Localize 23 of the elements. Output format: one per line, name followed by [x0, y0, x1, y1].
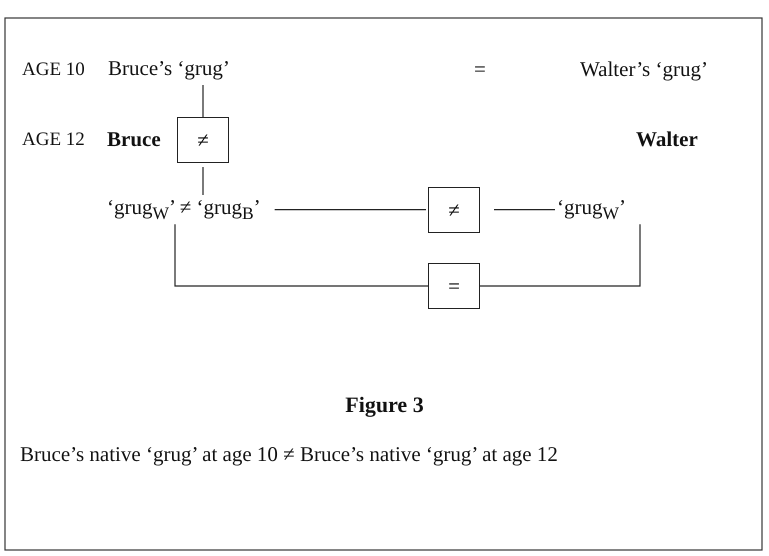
term-text: Walter’s ‘grug’	[580, 57, 708, 82]
row-label: AGE 12	[22, 129, 85, 151]
relation-symbol: =	[474, 57, 486, 82]
connector-line	[202, 85, 204, 117]
relation-symbol: =	[448, 274, 460, 298]
connector-line	[174, 224, 428, 287]
relation-box	[428, 263, 480, 309]
connector-line	[274, 209, 426, 210]
speaker-name: Walter	[636, 127, 698, 152]
figure-caption: Bruce’s native ‘grug’ at age 10 ≠ Bruce’s native ‘grug’ at age 12	[20, 442, 558, 467]
relation-symbol: ≠	[197, 128, 209, 152]
connector-line	[494, 209, 555, 210]
speaker-name: Bruce	[107, 127, 161, 152]
relation-box	[428, 187, 480, 233]
row-label: AGE 10	[22, 59, 85, 81]
relation-box	[177, 117, 229, 163]
term-text: Bruce’s ‘grug’	[108, 56, 230, 81]
connector-line	[202, 167, 204, 195]
relation-symbol: ≠	[448, 198, 460, 222]
term-text: ‘grug$_{W}$’	[557, 195, 626, 224]
figure-title: Figure 3	[344, 392, 425, 418]
connector-line	[480, 224, 641, 287]
term-text: ‘grug$_{W}$’ ≠ ‘grug$_{B}$’	[107, 195, 261, 224]
